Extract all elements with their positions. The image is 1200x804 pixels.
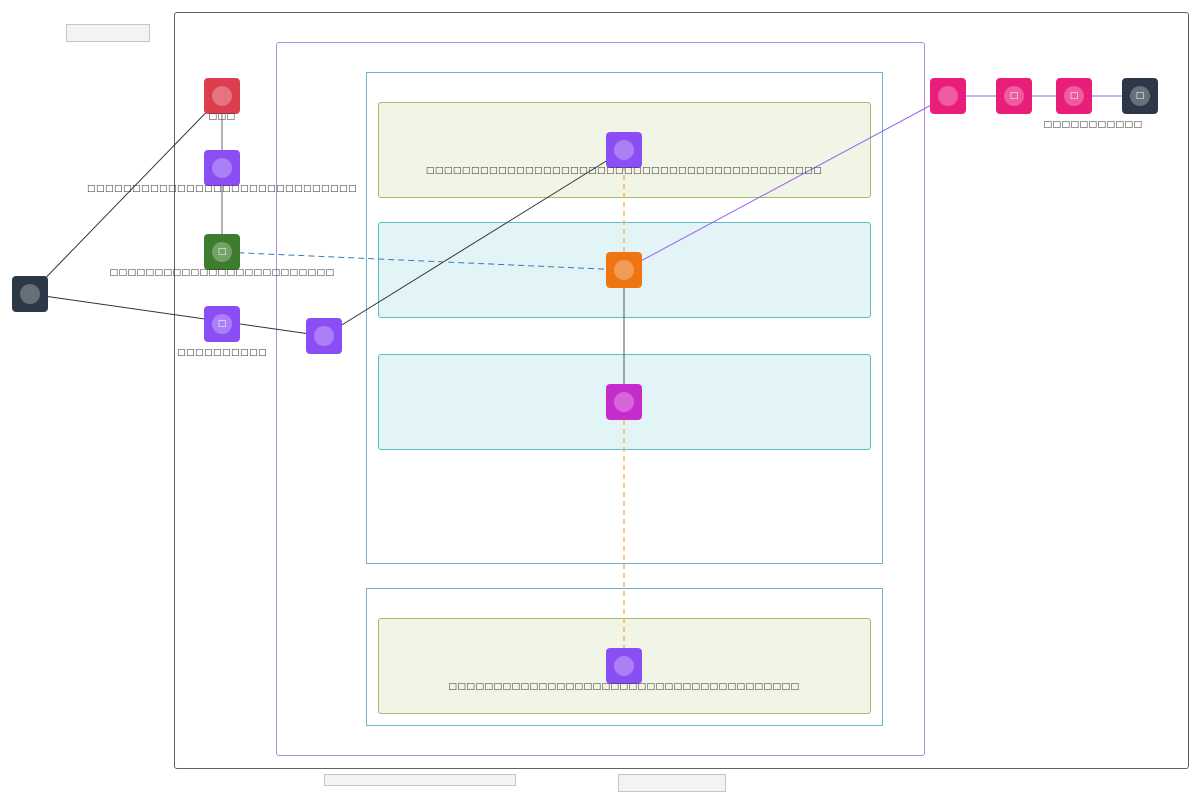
- purple-node-mid[interactable]: [306, 318, 342, 354]
- outer-container: [174, 12, 1189, 769]
- green-square-icon: □: [217, 246, 227, 257]
- pink-node-2[interactable]: □: [996, 78, 1032, 114]
- purple-node-top-left[interactable]: [204, 150, 240, 186]
- red-node[interactable]: [204, 78, 240, 114]
- purple-node-bottom-label: □□□□□□□□□□□□□□□□□□□□□□□□□□□□□□□□□□□□□□□: [448, 682, 800, 692]
- pink-square-icon: □: [1009, 90, 1019, 101]
- blank-tag-top-left: [66, 24, 150, 42]
- purple-node-top-group-label: □□□□□□□□□□□□□□□□□□□□□□□□□□□□□□□□□□□□□□□□…: [425, 166, 823, 176]
- purple-node-top-left-label: □□□□□□□□□□□□□□□□□□□□□□□□□□□□□□: [86, 184, 358, 194]
- dark-node-left[interactable]: [12, 276, 48, 312]
- purple-node-bottom[interactable]: [606, 648, 642, 684]
- pink-node-3[interactable]: □: [1056, 78, 1092, 114]
- purple-container: [276, 42, 925, 756]
- blank-tag-bottom-2: [618, 774, 726, 792]
- dark-square-icon: □: [1135, 90, 1145, 101]
- purple-node-small-left[interactable]: □: [204, 306, 240, 342]
- purple-node-small-left-label: □□□□□□□□□□: [176, 348, 268, 358]
- purple-node-top-group[interactable]: [606, 132, 642, 168]
- pink-node-1[interactable]: [930, 78, 966, 114]
- dark-node-right[interactable]: □: [1122, 78, 1158, 114]
- green-node[interactable]: □: [204, 234, 240, 270]
- purple-square-icon: □: [217, 318, 227, 329]
- magenta-node[interactable]: [606, 384, 642, 420]
- blank-tag-bottom-1: [324, 774, 516, 786]
- pink-square-icon: □: [1069, 90, 1079, 101]
- green-node-label: □□□□□□□□□□□□□□□□□□□□□□□□□: [109, 268, 335, 278]
- red-node-label: □□□: [208, 112, 236, 122]
- dark-node-right-label: □□□□□□□□□□□: [1043, 120, 1143, 130]
- orange-node[interactable]: [606, 252, 642, 288]
